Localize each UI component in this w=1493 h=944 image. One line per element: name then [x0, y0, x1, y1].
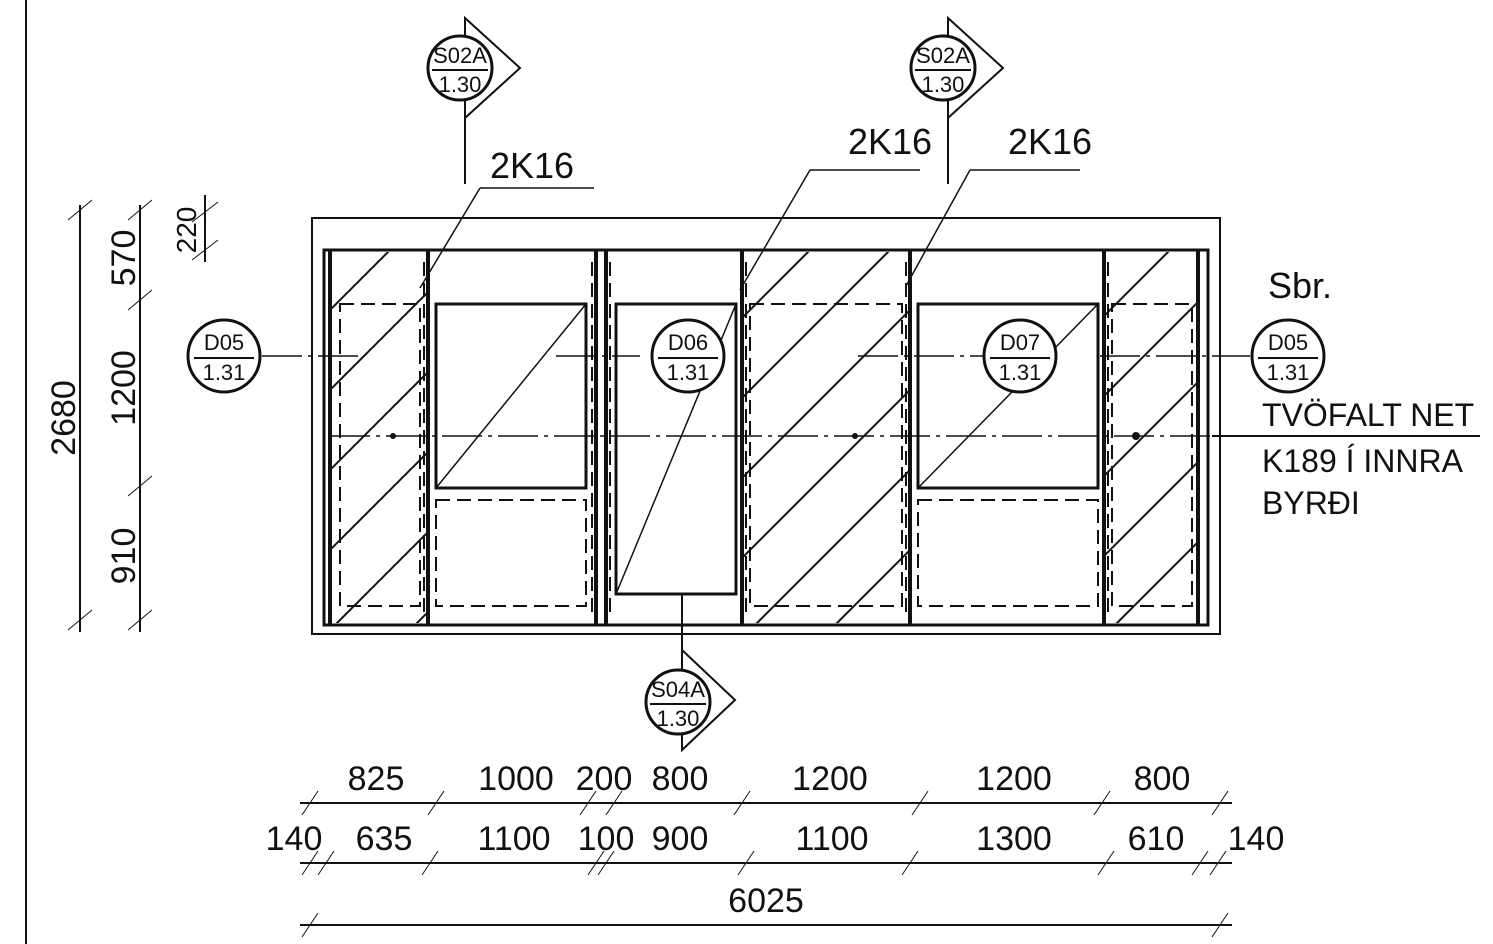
dim-h1-1000: 1000 — [478, 760, 554, 798]
detail-bubble-4-id: D05 — [1268, 330, 1308, 355]
detail-bubble-4-sheet: 1.31 — [1267, 360, 1310, 385]
dim-h2-1100b: 1100 — [795, 820, 868, 858]
hatch-zone-right — [1106, 252, 1196, 623]
dim-h1-1200b: 1200 — [976, 760, 1052, 798]
window-opening-right — [916, 302, 1100, 490]
rebar-leaders — [419, 169, 1080, 291]
note-line-2: K189 Í INNRA — [1262, 443, 1464, 479]
dim-h1-825: 825 — [348, 760, 405, 798]
dim-vertical-220: 220 — [171, 207, 202, 254]
rebar-label-3: 2K16 — [1008, 121, 1092, 162]
dim-h2-140a: 140 — [266, 820, 323, 858]
detail-bubble-3-id: D07 — [1000, 330, 1040, 355]
section-marker-3-id: S04A — [651, 677, 705, 702]
panel-outline — [311, 217, 1221, 635]
hatch-zone-left — [332, 252, 426, 623]
dim-vertical-910: 910 — [105, 528, 143, 585]
dim-h1-800: 800 — [652, 760, 709, 798]
dim-h-total: 6025 — [728, 882, 804, 920]
dim-h1-1200a: 1200 — [792, 760, 868, 798]
vertical-ribs — [328, 250, 1200, 625]
dim-h2-900: 900 — [652, 820, 709, 858]
dim-h2-610: 610 — [1128, 820, 1185, 858]
dashed-recesses — [339, 262, 1193, 616]
section-marker-1-sheet: 1.30 — [439, 72, 482, 97]
section-marker-3: S04A 1.30 — [644, 594, 737, 753]
detail-bubble-3-sheet: 1.31 — [999, 360, 1042, 385]
dim-h2-100: 100 — [578, 820, 635, 858]
detail-bubble-2-sheet: 1.31 — [667, 360, 710, 385]
window-opening-left — [434, 302, 588, 490]
detail-bubble-2-id: D06 — [668, 330, 708, 355]
dim-h2-140b: 140 — [1228, 820, 1285, 858]
panel-inner-outline — [322, 248, 1210, 627]
note-line-1: TVÖFALT NET — [1262, 397, 1474, 433]
section-marker-1: S02A 1.30 — [426, 15, 522, 184]
dim-vertical-total: 2680 — [45, 380, 83, 456]
detail-bubble-1-sheet: 1.31 — [203, 360, 246, 385]
detail-bubble-1: D05 1.31 — [186, 318, 262, 394]
detail-bubble-3: D07 1.31 — [982, 318, 1058, 394]
rebar-label-1: 2K16 — [490, 145, 574, 186]
section-marker-1-id: S02A — [433, 43, 487, 68]
hatch-zone-middle — [744, 252, 908, 623]
detail-bubble-4: D05 1.31 — [1250, 318, 1326, 394]
detail-bubble-2: D06 1.31 — [650, 318, 726, 394]
detail-bubble-1-id: D05 — [204, 330, 244, 355]
vertical-dimension-lines — [67, 195, 219, 632]
section-marker-2: S02A 1.30 — [909, 15, 1005, 184]
section-marker-2-id: S02A — [916, 43, 970, 68]
note-line-3: BYRÐI — [1262, 485, 1360, 521]
dim-h2-1100a: 1100 — [477, 820, 550, 858]
dim-h2-1300: 1300 — [976, 820, 1052, 858]
dim-vertical-1200: 1200 — [105, 350, 143, 426]
dim-h2-635: 635 — [356, 820, 413, 858]
rebar-label-2: 2K16 — [848, 121, 932, 162]
dim-h1-800b: 800 — [1134, 760, 1191, 798]
sbr-label: Sbr. — [1268, 265, 1332, 306]
section-marker-3-sheet: 1.30 — [657, 706, 700, 731]
horizontal-dimension-lines — [300, 790, 1232, 938]
dim-vertical-570: 570 — [105, 230, 143, 287]
dim-h1-200: 200 — [576, 760, 633, 798]
door-opening — [614, 302, 738, 596]
section-marker-2-sheet: 1.30 — [922, 72, 965, 97]
